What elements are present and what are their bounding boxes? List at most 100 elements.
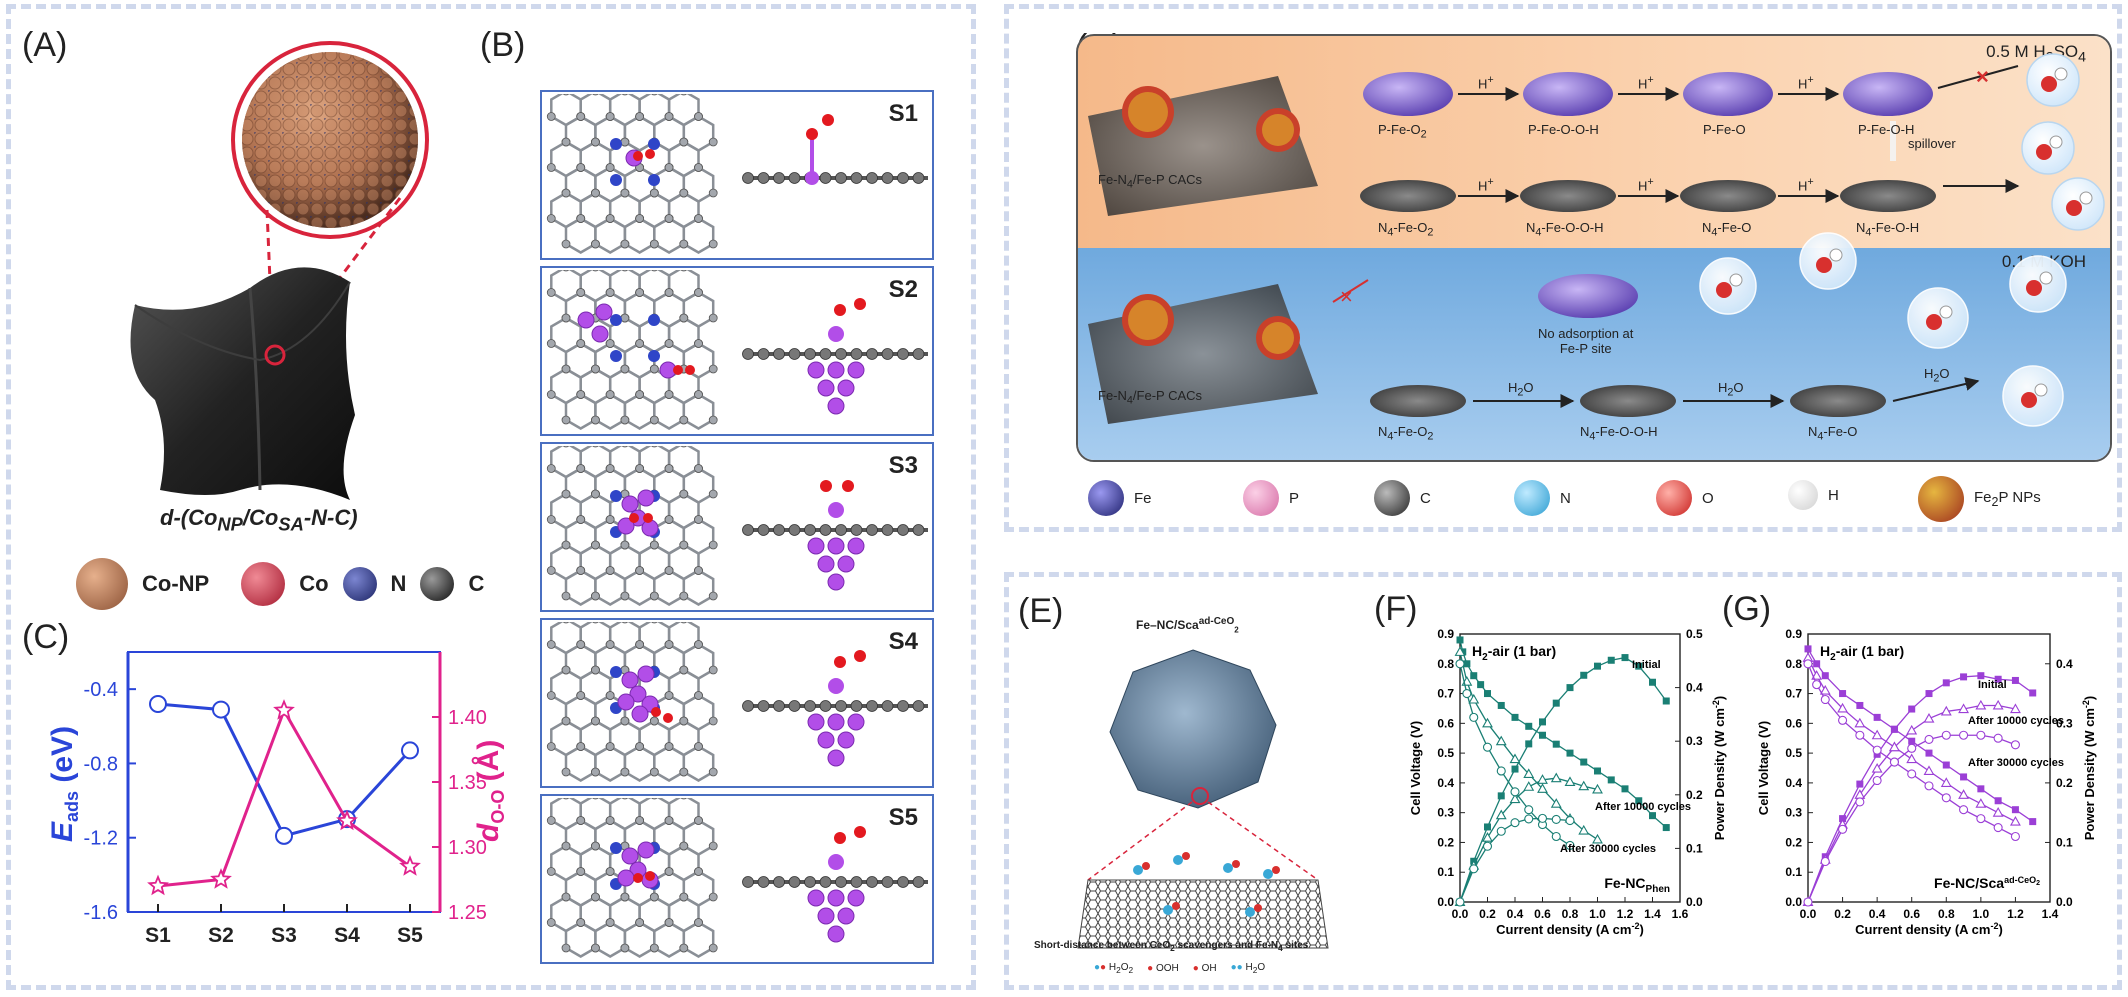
- y-left-tick-label: 0.6: [1437, 716, 1454, 730]
- hex-ring: [564, 569, 597, 606]
- carbon-atom: [708, 239, 718, 249]
- y-right-tick-label: 0.0: [2056, 895, 2073, 909]
- e-ads-point: [275, 826, 293, 845]
- carbon-atom: [635, 918, 645, 927]
- carbon-atom: [708, 415, 718, 425]
- carbon-atom: [591, 943, 600, 953]
- structure-s4: S4: [540, 618, 934, 788]
- data-point-circle: [1524, 805, 1534, 815]
- y-left-tick-label: 0.3: [1785, 806, 1802, 820]
- carbon-atom: [664, 112, 674, 121]
- legend-n-icon: [1514, 480, 1550, 516]
- metal-atom: [577, 311, 595, 329]
- carbon-atom: [561, 841, 571, 851]
- carbon-atom: [576, 390, 586, 399]
- carbon-atom: [866, 700, 878, 712]
- metal-atom: [807, 889, 825, 907]
- data-point-filled: [1580, 671, 1588, 679]
- nitrogen-atom: [610, 842, 622, 854]
- carbon-atom: [708, 364, 718, 374]
- data-point-filled: [1960, 673, 1968, 681]
- carbon-atom: [621, 798, 629, 800]
- data-point-filled: [2029, 689, 2037, 697]
- data-point-triangle: [1578, 824, 1590, 835]
- y-left-tick-label: -0.8: [84, 753, 118, 775]
- data-point-filled: [1456, 636, 1464, 644]
- carbon-atom: [621, 94, 629, 96]
- structure-s1: S1: [540, 90, 934, 260]
- y-left-tick-label: 0.4: [1437, 776, 1454, 790]
- y-left-tick-label: 0.8: [1437, 657, 1454, 671]
- data-point-filled: [1470, 672, 1478, 680]
- legend-sphere-co-np: [76, 558, 128, 610]
- data-point-filled: [1908, 737, 1916, 745]
- hex-ring: [653, 921, 686, 958]
- carbon-atom: [592, 446, 599, 448]
- side-view-icon: [742, 298, 928, 415]
- carbon-atom: [912, 876, 925, 888]
- legend-label-c: C: [468, 571, 485, 596]
- carbon-atom: [591, 415, 600, 425]
- carbon-atom: [546, 515, 556, 524]
- data-point-triangle: [1871, 762, 1883, 773]
- legend-c: C: [1420, 489, 1431, 507]
- carbon-atom: [742, 524, 754, 536]
- metal-atom: [837, 907, 855, 925]
- legend-label-n: N: [390, 571, 407, 596]
- carbon-atom: [679, 943, 689, 953]
- y-right-label: dO-O (Å): [472, 740, 508, 842]
- carbon-atom: [561, 137, 571, 147]
- x-tick-label: 0.0: [1800, 907, 1817, 921]
- carbon-atom: [562, 622, 570, 624]
- carbon-atom: [576, 214, 586, 223]
- metal-atom: [827, 749, 845, 767]
- carbon-atom: [708, 716, 718, 726]
- x-tick-label: 1.0: [1973, 907, 1990, 921]
- x-tick-label: 1.0: [1589, 907, 1606, 921]
- carbon-atom: [664, 464, 674, 473]
- data-point-circle: [1941, 793, 1951, 803]
- data-point-filled: [1484, 690, 1491, 698]
- y-right-tick-label: 1.35: [448, 772, 487, 794]
- data-point-triangle: [1592, 833, 1603, 844]
- carbon-atom: [912, 348, 925, 360]
- carbon-atom: [680, 798, 687, 800]
- data-point-filled: [1635, 797, 1643, 805]
- metal-atom: [847, 713, 865, 731]
- y-left-tick-label: 0.7: [1437, 687, 1454, 701]
- data-point-filled: [1856, 780, 1864, 788]
- carbon-atom: [605, 691, 615, 700]
- carbon-atom: [651, 446, 658, 448]
- carbon-atom: [680, 622, 687, 624]
- annotation-label: After 30000 cycles: [1560, 843, 1656, 855]
- data-point-circle: [1812, 680, 1822, 690]
- hex-ring: [682, 217, 715, 254]
- data-point-triangle: [1454, 646, 1466, 656]
- carbon-atom: [591, 137, 600, 147]
- water-label-3: H2O: [1924, 366, 1950, 385]
- carbon-atom: [819, 876, 832, 888]
- legend-fe-icon: [1088, 480, 1124, 516]
- carbon-atom: [605, 742, 615, 751]
- data-point-circle: [1551, 814, 1561, 825]
- y-left-tick-label: -1.6: [84, 902, 118, 924]
- carbon-atom: [694, 742, 703, 751]
- data-point-circle: [1820, 694, 1830, 705]
- data-point-triangle: [1819, 684, 1831, 695]
- carbon-atom: [605, 163, 615, 172]
- carbon-atom: [664, 640, 674, 649]
- data-point-circle: [1941, 730, 1951, 740]
- x-tick-label: S1: [145, 924, 171, 947]
- water-label-1: H2O: [1508, 380, 1534, 399]
- data-point-circle: [1565, 840, 1575, 850]
- data-point-triangle: [1482, 832, 1493, 842]
- carbon-atom: [576, 691, 586, 700]
- carbon-atom: [850, 700, 863, 712]
- data-point-triangle: [1888, 741, 1900, 752]
- carbon-atom: [708, 665, 718, 675]
- x-axis-label: Current density (A cm-2): [1496, 921, 1644, 937]
- data-point-filled: [1813, 660, 1821, 668]
- structure-label: S3: [888, 452, 918, 479]
- carbon-atom: [576, 867, 586, 876]
- data-point-circle: [1855, 730, 1865, 740]
